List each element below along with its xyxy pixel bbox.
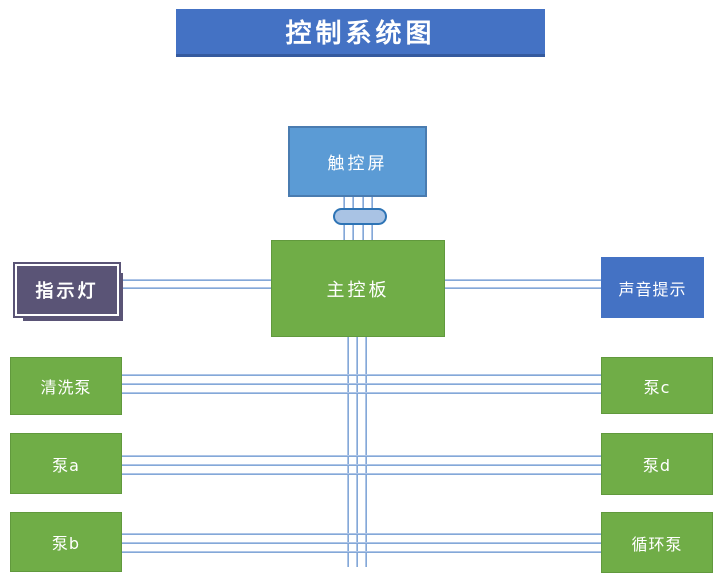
wire-bus-1 <box>347 336 349 567</box>
wire-row2-1 <box>121 455 602 457</box>
wire-bus-3 <box>365 336 367 567</box>
wire-row3-1 <box>121 533 602 535</box>
node-circulation-pump: 循环泵 <box>601 512 713 573</box>
node-indicator-light: 指示灯 <box>15 264 119 316</box>
diagram-title: 控制系统图 <box>176 9 545 57</box>
node-cleaning-pump: 清洗泵 <box>10 357 122 415</box>
wire-row2-3 <box>121 473 602 475</box>
wire-sound-1 <box>444 279 602 281</box>
node-sound-alert: 声音提示 <box>601 257 704 318</box>
wire-row1-3 <box>121 392 602 394</box>
wire-row1-1 <box>121 374 602 376</box>
wire-row3-3 <box>121 551 602 553</box>
cable-bundle-connector <box>333 208 387 225</box>
node-pump-c: 泵c <box>601 357 713 414</box>
wire-row3-2 <box>121 542 602 544</box>
wire-row2-2 <box>121 464 602 466</box>
node-pump-b: 泵b <box>10 512 122 572</box>
wire-bus-2 <box>356 336 358 567</box>
wire-indicator-2 <box>123 287 271 289</box>
node-touchscreen: 触控屏 <box>288 126 427 197</box>
node-pump-d: 泵d <box>601 433 713 495</box>
wire-indicator-1 <box>123 279 271 281</box>
node-pump-a: 泵a <box>10 433 122 494</box>
wire-sound-2 <box>444 287 602 289</box>
node-mainboard: 主控板 <box>271 240 445 337</box>
wire-row1-2 <box>121 383 602 385</box>
